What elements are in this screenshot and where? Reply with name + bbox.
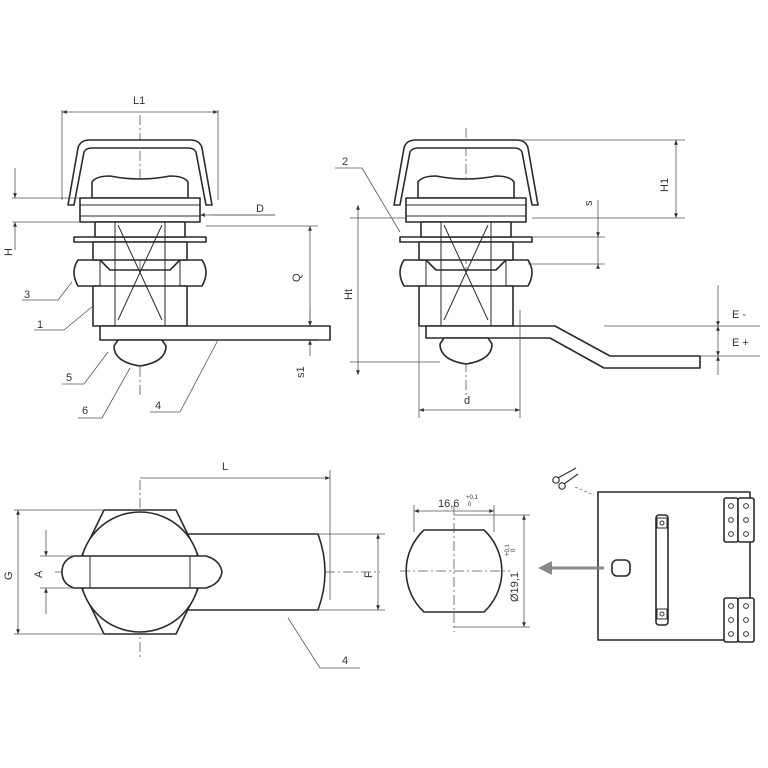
callout-3: 3 (24, 289, 30, 301)
top-view (55, 480, 380, 660)
label-G: G (3, 571, 15, 580)
cap (417, 175, 515, 199)
collar (405, 197, 527, 223)
callouts-view3: 4 (287, 617, 360, 669)
cutout-diameter-tol-upper: +0,1 (505, 543, 511, 556)
body-lower (92, 285, 188, 327)
cutout-diameter-tol-lower: 0 (511, 548, 517, 552)
label-d: d (464, 395, 470, 407)
callouts-view1: 3 1 5 6 4 (22, 281, 219, 419)
side-view-left (67, 115, 331, 395)
body-thread (92, 241, 188, 261)
cam-straight (99, 325, 331, 341)
label-E-minus: E - (732, 309, 746, 321)
screw-head (439, 337, 493, 365)
callout-1: 1 (37, 319, 43, 331)
dimensions-view1: L1 D H Q s1 (3, 95, 330, 378)
scissors-icon (552, 467, 579, 490)
label-H: H (3, 248, 15, 256)
callout-2: 2 (342, 156, 348, 168)
dimensions-view3: L G A F (3, 461, 385, 635)
lock-hole (611, 559, 631, 577)
handle-top (61, 555, 223, 589)
cutout-width-value: 16,6 (438, 498, 459, 510)
callout-4-bottom: 4 (342, 655, 348, 667)
label-H1: H1 (659, 178, 671, 192)
label-s1: s1 (295, 366, 307, 378)
reference-arrow (538, 561, 604, 575)
body-lower (418, 285, 514, 327)
label-s: s (583, 200, 595, 206)
callout-4: 4 (155, 400, 161, 412)
label-Ht: Ht (343, 289, 355, 300)
hinge-top (723, 497, 755, 543)
dimensions-view2: H1 s Ht E - E + d (343, 139, 760, 418)
screw-head (113, 339, 167, 367)
collar (79, 197, 201, 223)
callout-6: 6 (82, 405, 88, 417)
label-L: L (222, 461, 228, 473)
panel-bar (655, 514, 669, 626)
handle (393, 139, 539, 206)
body-upper (94, 221, 186, 238)
handle (67, 139, 213, 206)
label-D: D (256, 203, 264, 215)
side-view-right (393, 128, 701, 395)
cap (91, 175, 189, 199)
label-F: F (363, 571, 375, 578)
label-Q: Q (291, 273, 303, 282)
cutout-view: 16,6 +0,1 0 Ø19,1 +0,1 0 (400, 467, 595, 632)
door-panel (597, 491, 755, 643)
cutout-width-tol-upper: +0,1 (466, 495, 479, 501)
callout-5: 5 (66, 372, 72, 384)
cutout-diameter-value: Ø19,1 (509, 572, 521, 602)
label-L1: L1 (133, 95, 145, 107)
body-upper (420, 221, 512, 238)
body-thread (418, 241, 514, 261)
label-A: A (33, 570, 45, 578)
hinge-bottom (723, 597, 755, 643)
callouts-view2: 2 (335, 156, 401, 233)
cutout-width-tol-lower: 0 (468, 502, 472, 508)
label-E-plus: E + (732, 337, 749, 349)
